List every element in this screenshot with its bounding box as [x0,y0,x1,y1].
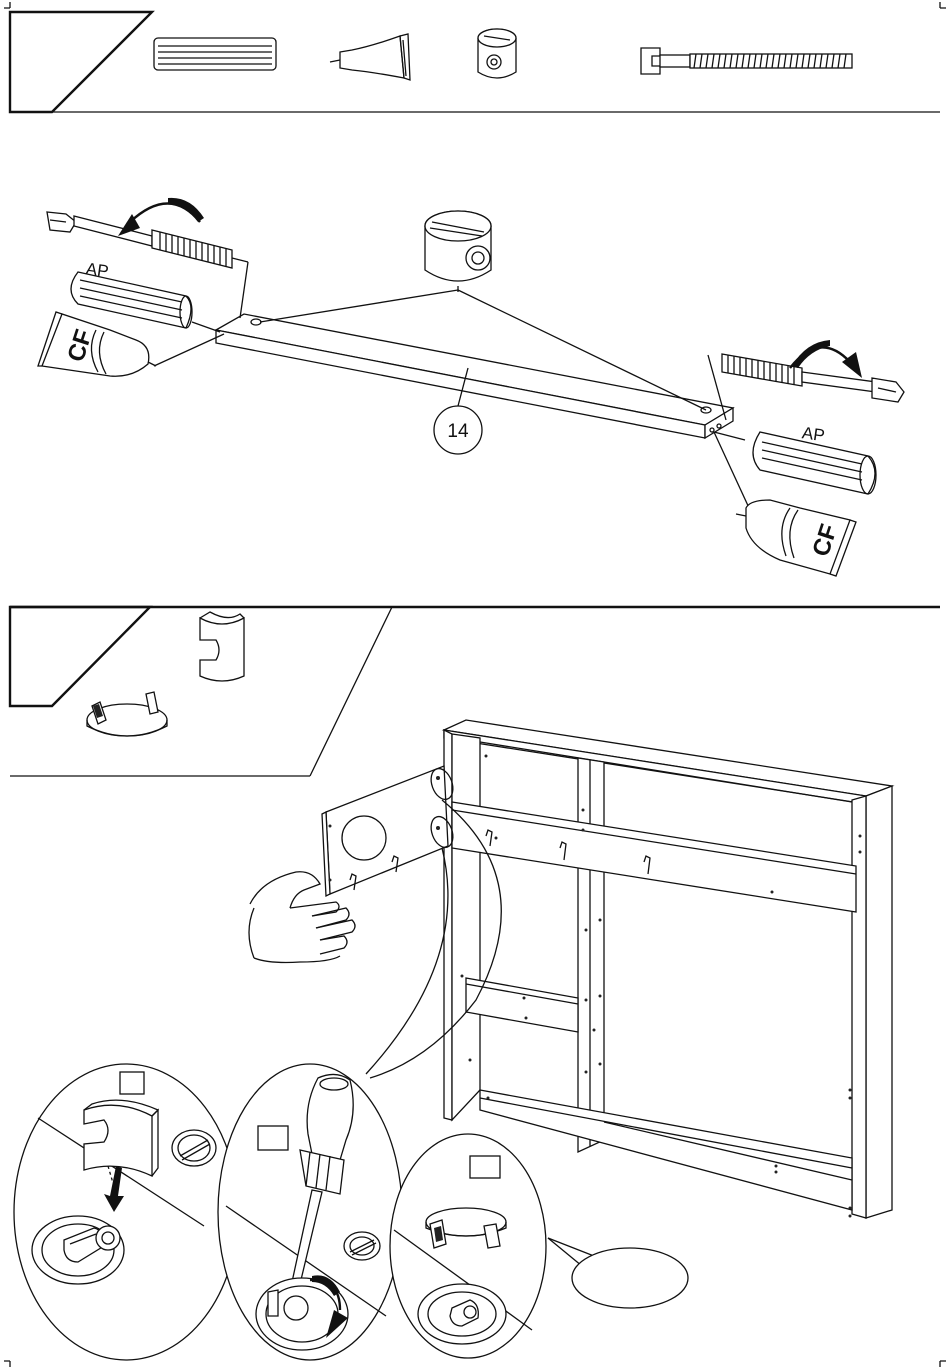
cam-lock-nut-icon [344,1232,380,1260]
cam-lock-nut-icon [172,1130,216,1166]
rotate-arrow-icon [118,198,204,236]
glue-tube-icon [330,34,410,80]
part-number-label: 14 [447,421,469,442]
cam-bolt-icon [722,354,904,402]
detail-place-cap [390,1134,546,1358]
glue-tube-icon [38,312,156,376]
dowel-icon [71,272,192,328]
callout-bubble [548,1238,688,1308]
side-panel [322,766,457,896]
detail-tighten-cam [218,1064,402,1360]
cover-cap-icon [87,692,167,736]
cover-clip-icon [200,612,244,681]
cam-lock-nut-icon [478,29,516,78]
cam-bolt-icon [641,48,852,74]
detail-insert-clip [14,1064,238,1360]
cam-lock-nut-icon [425,211,491,281]
dowel-icon [154,38,276,70]
cabinet-frame [434,720,892,1218]
cam-bolt-icon [47,212,232,268]
detail-leader [366,848,448,1074]
